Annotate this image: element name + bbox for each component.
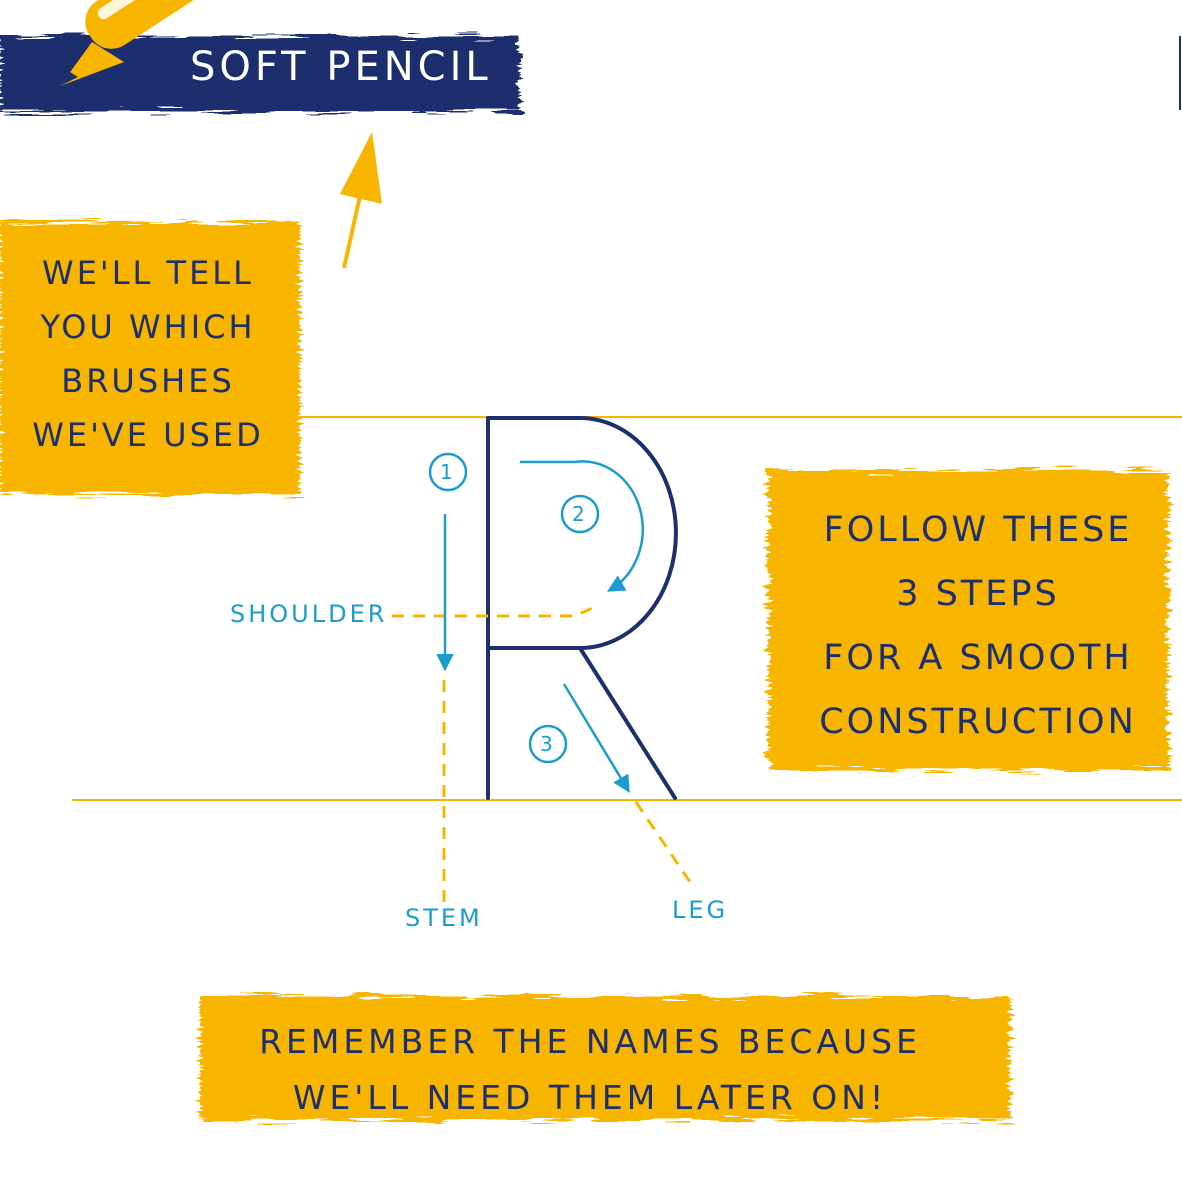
note-line: we've used: [32, 416, 264, 454]
reminder-brush-bg: [200, 996, 1010, 1120]
reminder-line: we'll need them later on!: [292, 1078, 888, 1117]
note-line: brushes: [61, 362, 235, 400]
leg-label: Leg: [672, 896, 729, 924]
step-1-circle: [428, 452, 468, 492]
step-3-circle: [528, 724, 568, 764]
shoulder-label: Shoulder: [230, 600, 388, 628]
step-1-number: 1: [440, 460, 453, 484]
brushes-note: We'll tell you which brushes we've used: [20, 246, 276, 462]
reminder-note: Remember the names because we'll need th…: [200, 1014, 980, 1126]
steps-line: 3 steps: [896, 574, 1060, 614]
step-3-number: 3: [540, 732, 553, 756]
step-2-number: 2: [572, 502, 585, 526]
steps-line: for a smooth: [823, 638, 1133, 678]
steps-note: Follow these 3 steps for a smooth constr…: [790, 498, 1166, 754]
shoulder-leader: [392, 602, 599, 618]
reminder-line: Remember the names because: [259, 1022, 921, 1061]
leg-leader: [634, 801, 692, 883]
letter-r: [486, 416, 678, 800]
steps-brush-bg: [768, 470, 1168, 770]
step-3-arrow: [562, 683, 630, 793]
pointer-arrow-icon: [340, 132, 382, 269]
steps-line: construction: [819, 702, 1137, 742]
note-line: you which: [40, 308, 256, 346]
stem-label: Stem: [405, 904, 483, 932]
note-brush-bg: [0, 222, 300, 494]
step-2-arrow: [520, 460, 644, 592]
brush-name-label: Soft Pencil: [190, 44, 492, 90]
step-2-circle: [560, 494, 600, 534]
pencil-icon: [60, 0, 238, 86]
steps-line: Follow these: [823, 510, 1133, 550]
note-line: We'll tell: [42, 254, 254, 292]
